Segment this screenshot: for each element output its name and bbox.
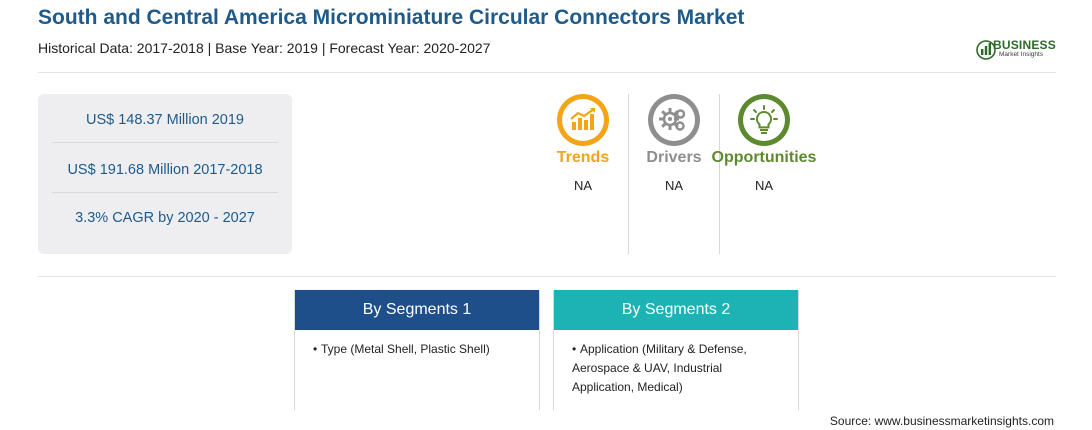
factor-drivers-value: NA [664, 178, 684, 193]
source-citation: Source: www.businessmarketinsights.com [829, 414, 1054, 428]
middle-divider [38, 276, 1056, 277]
factor-opportunities-value: NA [754, 178, 774, 193]
factor-opportunities-label: Opportunities [711, 149, 817, 166]
bar-globe-icon [976, 40, 996, 60]
bullet-icon: • [313, 342, 318, 356]
brand-logo: BUSINESS Market Insights [975, 36, 1065, 62]
factor-drivers: Drivers NA [619, 94, 729, 193]
segment-2-list: •Application (Military & Defense, Aerosp… [554, 330, 798, 397]
segment-1-title: By Segments 1 [295, 290, 539, 330]
segment-1-list: •Type (Metal Shell, Plastic Shell) [295, 330, 539, 359]
list-item: •Type (Metal Shell, Plastic Shell) [313, 340, 527, 359]
page-subtitle: Historical Data: 2017-2018 | Base Year: … [38, 40, 491, 56]
segment-2-title: By Segments 2 [554, 290, 798, 330]
top-divider [38, 72, 1056, 73]
factor-divider [719, 94, 720, 254]
bullet-icon: • [572, 342, 577, 356]
page-title: South and Central America Microminiature… [38, 6, 745, 29]
list-item: •Application (Military & Defense, Aerosp… [572, 340, 786, 397]
segment-card-2: By Segments 2 •Application (Military & D… [553, 290, 799, 410]
lightbulb-icon [750, 105, 778, 134]
logo-wordmark: BUSINESS [993, 38, 1056, 52]
factor-trends: Trends NA [528, 94, 638, 193]
stat-divider [52, 142, 278, 143]
trend-chart-icon [570, 108, 595, 130]
factor-trends-label: Trends [556, 149, 610, 166]
stat-market-size-historical: US$ 191.68 Million 2017-2018 [67, 162, 263, 178]
factor-drivers-label: Drivers [646, 149, 702, 166]
market-stats-card: US$ 148.37 Million 2019 US$ 191.68 Milli… [38, 94, 292, 254]
factor-divider [628, 94, 629, 254]
drivers-icon-ring [648, 94, 700, 146]
stat-cagr: 3.3% CAGR by 2020 - 2027 [75, 210, 255, 226]
trends-icon-ring [557, 94, 609, 146]
stat-divider [52, 192, 278, 193]
segment-1-item: Type (Metal Shell, Plastic Shell) [321, 342, 490, 356]
segment-card-1: By Segments 1 •Type (Metal Shell, Plasti… [294, 290, 540, 410]
segment-2-item: Application (Military & Defense, Aerospa… [572, 342, 747, 394]
factor-trends-value: NA [573, 178, 593, 193]
opportunities-icon-ring [738, 94, 790, 146]
stat-market-size-2019: US$ 148.37 Million 2019 [86, 112, 244, 128]
logo-tagline: Market Insights [999, 51, 1044, 58]
gears-icon [659, 108, 686, 131]
factor-opportunities: Opportunities NA [709, 94, 819, 193]
